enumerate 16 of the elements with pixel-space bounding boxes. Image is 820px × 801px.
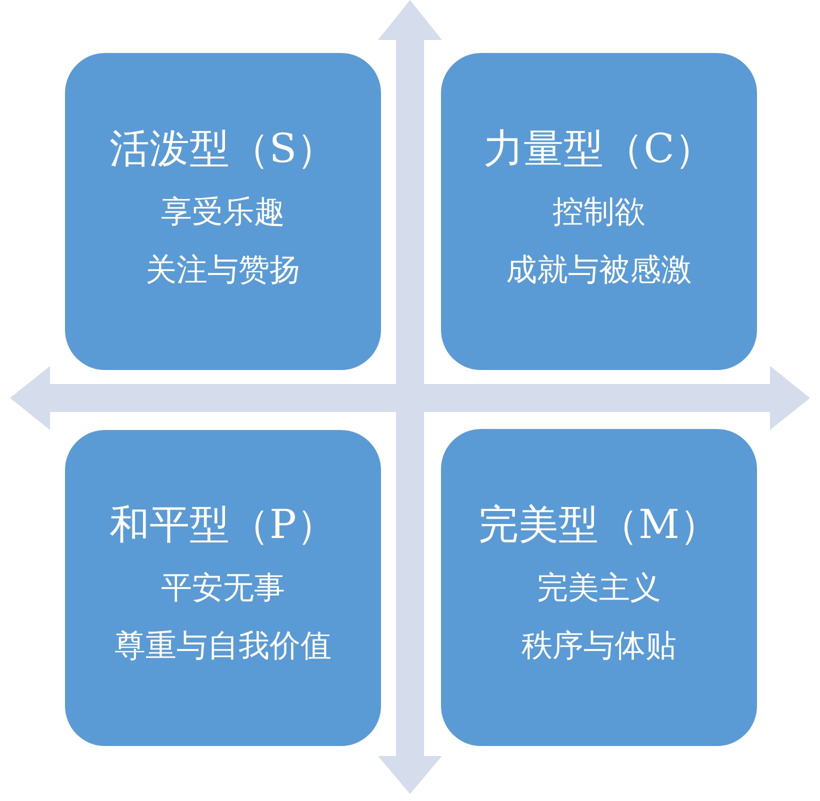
type-heading: 活泼型（S） xyxy=(109,124,337,172)
trait-text: 关注与赞扬 xyxy=(146,250,300,290)
rounded-quadrant-box xyxy=(441,53,757,370)
rounded-quadrant-box xyxy=(65,430,381,746)
type-heading: 完美型（M） xyxy=(478,500,720,548)
trait-text: 完美主义 xyxy=(537,568,661,608)
trait-text: 平安无事 xyxy=(161,569,285,608)
rounded-quadrant-box xyxy=(441,429,757,746)
rounded-quadrant-box xyxy=(65,53,381,370)
type-heading: 力量型（C） xyxy=(484,124,714,172)
trait-text: 享受乐趣 xyxy=(161,192,285,232)
trait-text: 秩序与体贴 xyxy=(522,626,676,666)
trait-text: 尊重与自我价值 xyxy=(114,627,332,666)
trait-text: 成就与被感激 xyxy=(506,250,692,290)
type-heading: 和平型（P） xyxy=(110,501,336,549)
trait-text: 控制欲 xyxy=(552,192,646,232)
